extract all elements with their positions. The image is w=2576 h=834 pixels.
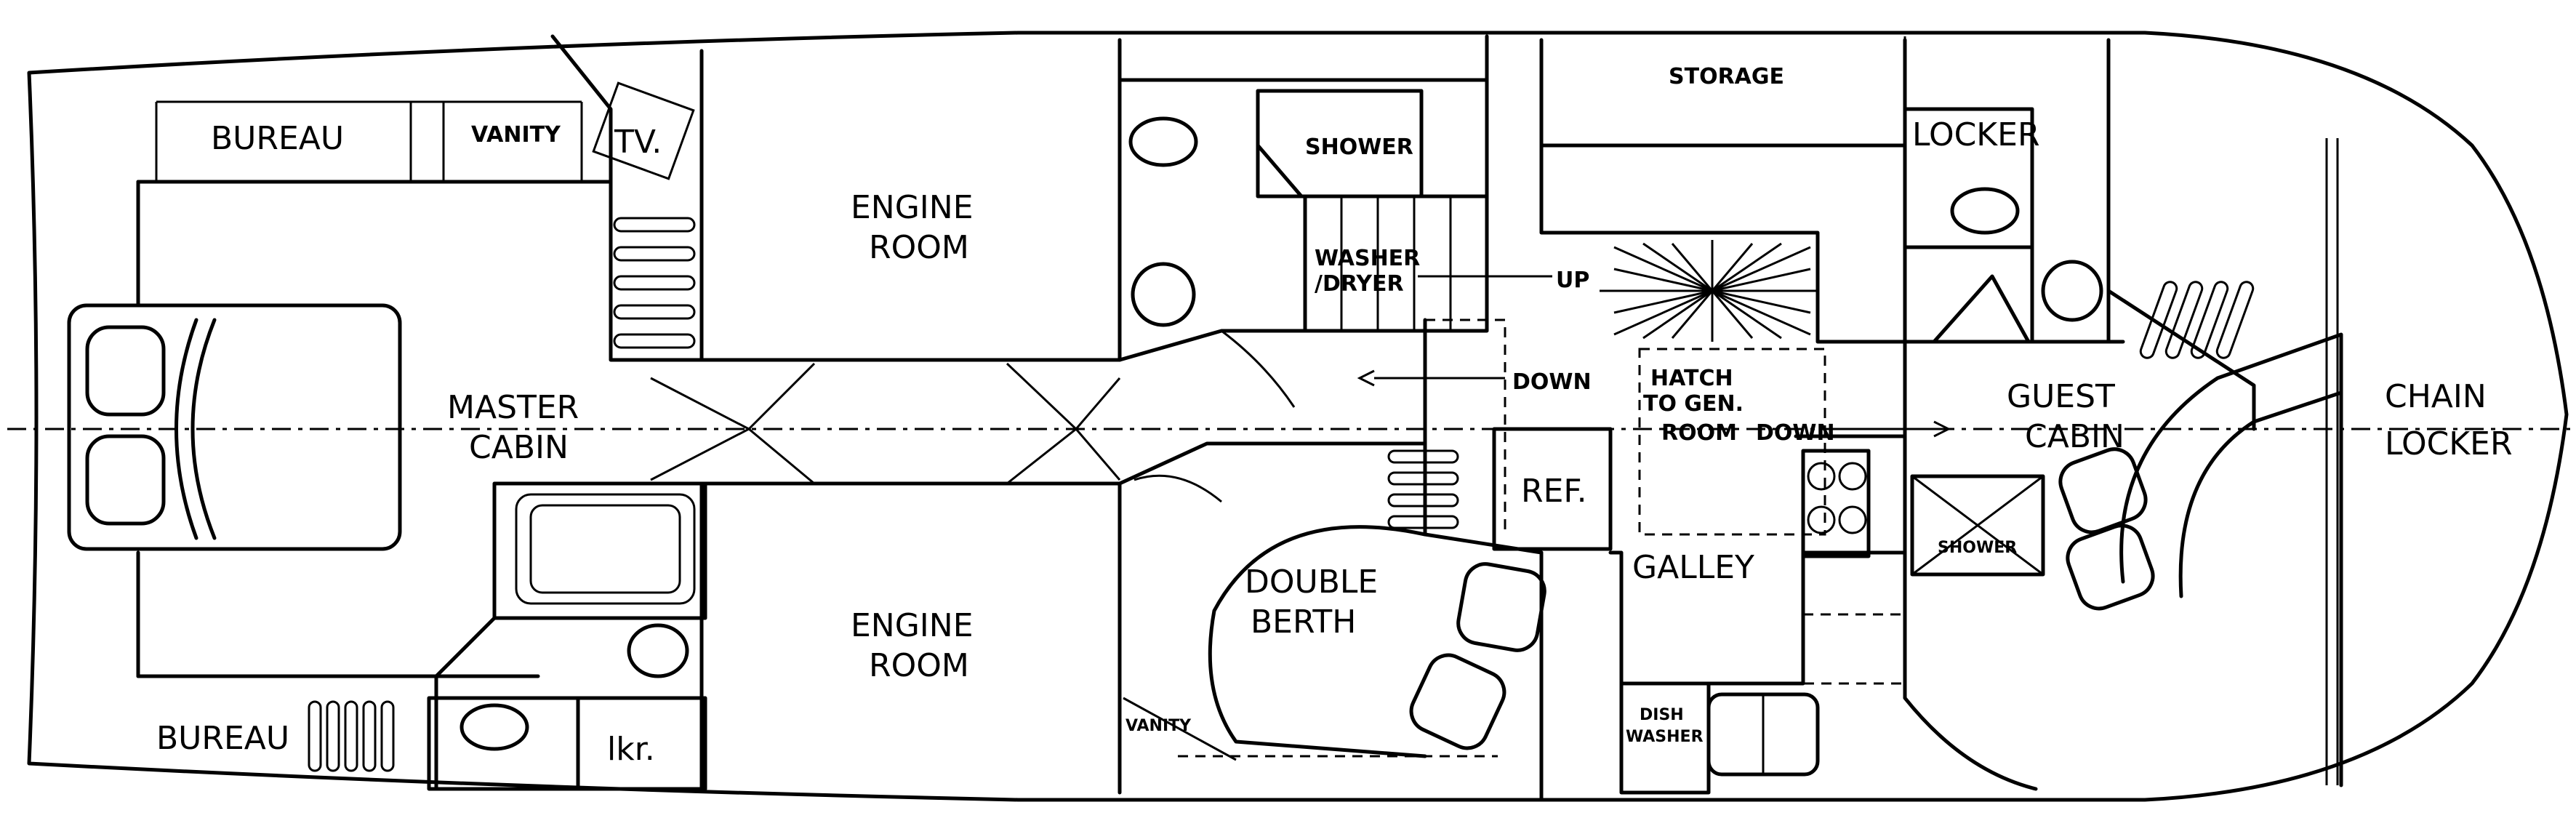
bureau-bottom-rungs: [308, 700, 395, 772]
guest-shower: [1910, 474, 2045, 577]
mid-stair-rungs: [1387, 449, 1459, 529]
stair-up: [1303, 194, 1489, 333]
label-engine-room-top: ENGINE: [851, 189, 974, 226]
guest-berth-inner: [2178, 390, 2343, 598]
bathtub-inner: [529, 504, 681, 594]
label-dryer: /DRYER: [1315, 271, 1404, 297]
tv-box: [592, 81, 695, 180]
guest-shower-door: [1932, 274, 2031, 344]
master-stair-rungs: [613, 217, 696, 349]
guest-berth-upper: [2106, 289, 2256, 431]
burner-1: [1807, 462, 1836, 491]
label-up: UP: [1556, 268, 1589, 293]
aft-head-wall: [1118, 194, 1307, 362]
aft-head-sink: [1128, 116, 1198, 167]
label-room: ROOM: [1661, 420, 1737, 446]
master-toilet: [627, 623, 689, 678]
label-shower-top: SHOWER: [1305, 135, 1413, 160]
master-angle-wall: [550, 34, 704, 362]
down-arrow-2: [1832, 420, 1951, 438]
passage-door-3: [1006, 362, 1078, 485]
guest-berth-rungs: [2139, 281, 2255, 359]
refrigerator: [1492, 427, 1613, 551]
burner-2: [1838, 462, 1867, 491]
label-storage: STORAGE: [1669, 64, 1784, 89]
guest-sink: [1950, 187, 2020, 235]
label-locker: LOCKER: [1912, 116, 2040, 153]
label-down-2: DOWN: [1756, 420, 1835, 446]
label-bureau-bot: BUREAU: [156, 720, 289, 757]
pillow-bottom: [85, 434, 166, 526]
pillow-top: [85, 325, 166, 417]
label-chain: CHAIN: [2385, 378, 2487, 415]
label-ref: REF.: [1521, 473, 1587, 510]
label-master-cabin: CABIN: [469, 429, 569, 466]
label-engine-room-top-2: ROOM: [869, 229, 969, 266]
master-sink: [460, 703, 529, 751]
label-engine-room-bot-2: ROOM: [869, 647, 969, 684]
galley-stove: [1801, 449, 1871, 558]
label-galley: GALLEY: [1632, 549, 1754, 586]
label-shower-guest: SHOWER: [1938, 539, 2017, 557]
label-guest: GUEST: [2007, 378, 2115, 415]
passage-door-2: [747, 362, 816, 485]
label-down-1: DOWN: [1512, 369, 1592, 395]
aft-head-toilet: [1131, 262, 1196, 327]
double-berth: [1208, 525, 1427, 758]
bed-headboard-curve-2: [174, 318, 198, 540]
guest-shower-door-2: [1903, 340, 2038, 791]
label-vanity-top: VANITY: [471, 122, 561, 148]
burner-3: [1807, 505, 1836, 534]
aft-head-door: [1221, 329, 1296, 408]
label-dishwasher: WASHER: [1626, 728, 1704, 746]
label-washer: WASHER: [1315, 246, 1420, 271]
label-to-gen: TO GEN.: [1643, 391, 1744, 417]
label-chain-locker: LOCKER: [2385, 425, 2513, 462]
master-bed: [67, 303, 402, 551]
passage-door-4: [1075, 377, 1121, 481]
galley-dashed-cabinet: [1802, 613, 1906, 685]
label-hatch: HATCH: [1650, 366, 1733, 391]
vanity-bottom-angle: [1123, 697, 1237, 761]
label-vanity-bot: VANITY: [1126, 717, 1192, 735]
burner-4: [1838, 505, 1867, 534]
berth-pillow-2: [1409, 653, 1506, 750]
label-berth: BERTH: [1251, 604, 1356, 641]
hatch-to-gen-room: [1638, 348, 1826, 536]
stair-down-dash: [1425, 318, 1506, 534]
label-guest-cabin: CABIN: [2025, 418, 2124, 455]
bathtub: [515, 493, 696, 605]
bed-headboard-curve: [190, 318, 217, 540]
down-arrow-1: [1357, 369, 1505, 387]
master-bath-angle: [434, 616, 497, 791]
guest-head-box: [1903, 245, 2034, 344]
master-sink-cabinet: [427, 696, 580, 791]
guest-shower-x: [1911, 475, 2044, 576]
guest-pillow-1: [2058, 447, 2148, 534]
label-dish: DISH: [1640, 706, 1684, 724]
label-tv: TV.: [614, 124, 662, 161]
counter-L: [1539, 143, 1907, 344]
hatch-grate: [1600, 240, 1818, 342]
label-bureau-top: BUREAU: [211, 120, 344, 157]
guest-pillow-2: [2066, 524, 2155, 611]
double-berth-door: [1133, 474, 1222, 503]
label-engine-room-bot: ENGINE: [851, 607, 974, 644]
shower-corner: [1256, 143, 1304, 199]
master-bath-enclosure: [492, 481, 707, 620]
label-double: DOUBLE: [1245, 564, 1378, 601]
guest-berth-outline: [2119, 332, 2343, 787]
label-master: MASTER: [447, 389, 579, 426]
hull-outline: [27, 31, 2569, 802]
berth-pillow-1: [1456, 562, 1546, 652]
lkr-box: [576, 696, 707, 791]
guest-toilet: [2041, 260, 2103, 322]
label-lkr: lkr.: [607, 731, 655, 768]
stair-treads: [1340, 196, 1452, 331]
